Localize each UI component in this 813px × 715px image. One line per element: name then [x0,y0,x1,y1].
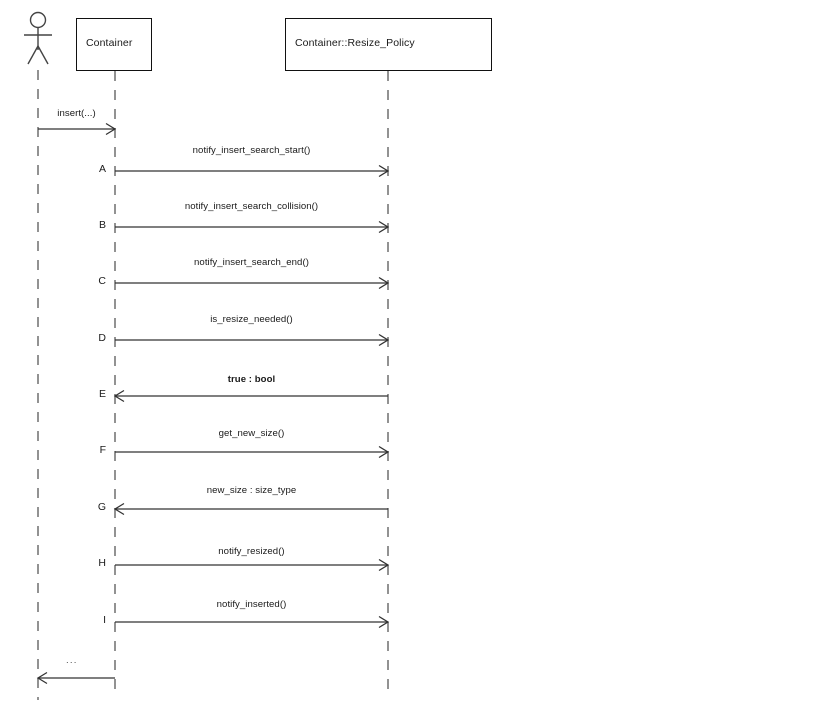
message-label-insert: insert(...) [57,108,96,119]
message-label-final-return: ... [66,655,78,666]
participant-label-resize-policy: Container::Resize_Policy [295,37,415,49]
message-arrow-insert [38,122,117,136]
actor-icon [24,11,52,65]
participant-box-container[interactable]: Container [76,18,152,71]
message-label-b: notify_insert_search_collision() [184,201,319,212]
step-label-b: B [98,219,106,231]
message-arrow-d [115,333,390,347]
step-label-h: H [98,557,106,569]
message-label-g: new_size : size_type [206,485,297,496]
step-label-f: F [99,444,106,456]
participant-label-container: Container [86,37,133,49]
message-label-d: is_resize_needed() [210,314,293,325]
message-arrow-final-return [36,671,115,685]
message-arrow-g [113,502,388,516]
message-label-i: notify_inserted() [216,599,287,610]
message-arrow-a [115,164,390,178]
step-label-e: E [98,388,106,400]
message-label-a: notify_insert_search_start() [192,145,311,156]
message-label-h: notify_resized() [218,546,285,557]
step-label-a: A [98,163,106,175]
step-label-g: G [97,501,106,513]
message-arrow-i [115,615,390,629]
message-label-f: get_new_size() [218,428,285,439]
message-arrow-e [113,389,388,403]
step-label-c: C [98,275,106,287]
step-label-d: D [98,332,106,344]
message-arrow-b [115,220,390,234]
message-label-e: true : bool [227,374,276,385]
message-arrow-c [115,276,390,290]
message-arrow-h [115,558,390,572]
message-arrow-f [115,445,390,459]
participant-box-resize-policy[interactable]: Container::Resize_Policy [285,18,492,71]
message-label-c: notify_insert_search_end() [194,257,309,268]
step-label-i: I [103,614,106,626]
